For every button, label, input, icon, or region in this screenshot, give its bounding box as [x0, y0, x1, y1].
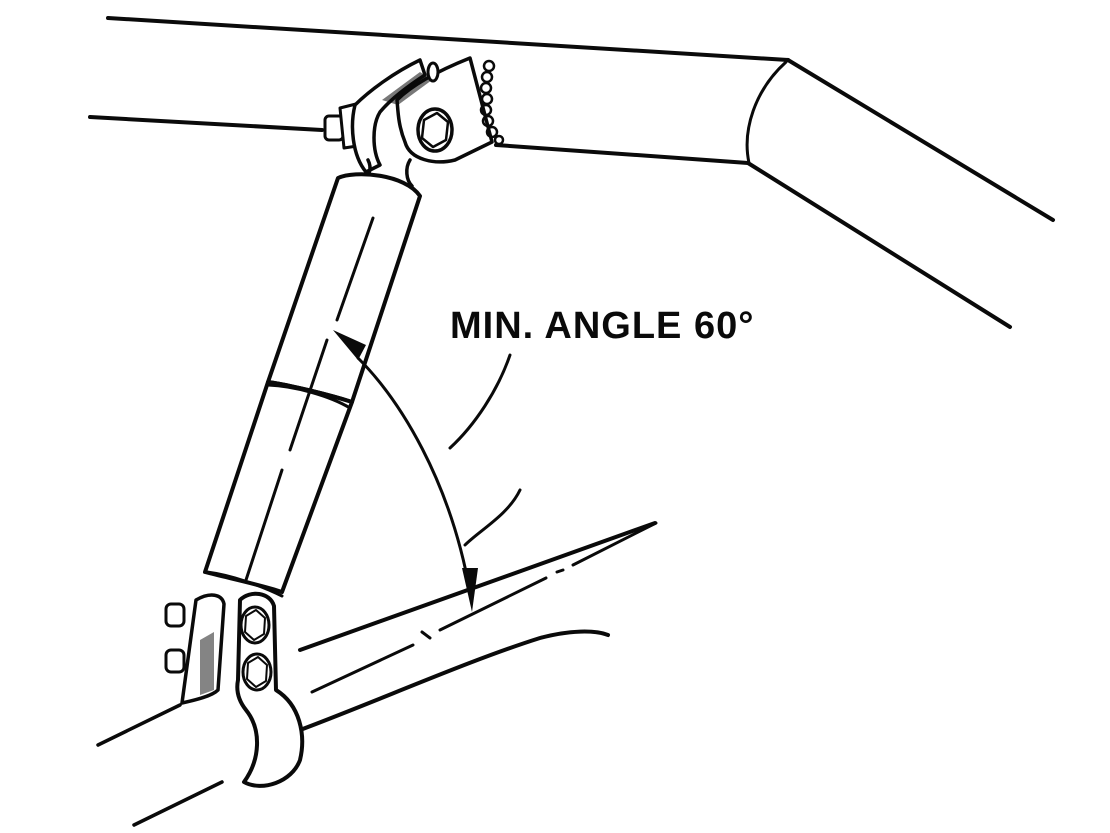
- shock-absorber: [203, 172, 422, 598]
- lower-clamp: [164, 591, 305, 788]
- angle-arc: [333, 330, 522, 612]
- lower-tube: [96, 521, 658, 827]
- label-value: 60°: [693, 305, 755, 347]
- label-word: ANGLE: [544, 305, 683, 347]
- min-angle-label: MIN. ANGLE 60°: [450, 305, 754, 348]
- upper-mount: [323, 56, 505, 188]
- label-prefix: MIN.: [450, 305, 535, 347]
- upper-tube: [88, 16, 1055, 329]
